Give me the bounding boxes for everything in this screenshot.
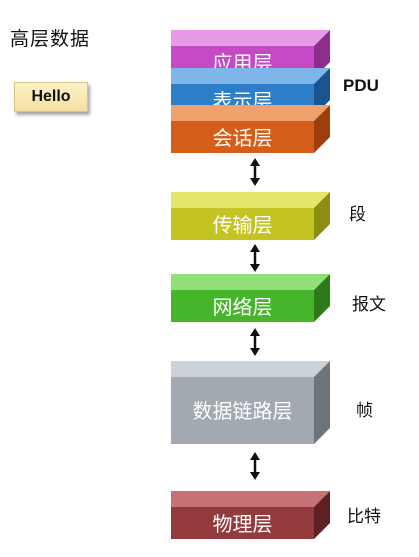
layer-datalink: 数据链路层 (171, 361, 330, 444)
layer-network-label: 网络层 (213, 295, 273, 319)
layer-physical-label: 物理层 (213, 512, 273, 536)
packet-label: 报文 (352, 295, 386, 315)
layer-session-label: 会话层 (213, 126, 273, 150)
arrow-transport-network (250, 244, 260, 272)
segment-label: 段 (349, 205, 366, 225)
layer-network: 网络层 (171, 274, 330, 322)
pdu-label: PDU (343, 76, 379, 95)
bit-label: 比特 (347, 507, 381, 527)
diagram-title: 高层数据 (10, 28, 91, 50)
hello-data-box: Hello (14, 82, 88, 112)
arrow-network-datalink (250, 328, 260, 356)
layer-transport: 传输层 (171, 192, 330, 240)
layer-session: 会话层 (171, 105, 330, 153)
arrow-session-transport (250, 158, 260, 186)
arrow-datalink-physical (250, 452, 260, 480)
layer-physical: 物理层 (171, 491, 330, 539)
layer-transport-label: 传输层 (213, 213, 273, 237)
layer-datalink-label: 数据链路层 (193, 399, 293, 423)
frame-label: 帧 (356, 401, 373, 421)
